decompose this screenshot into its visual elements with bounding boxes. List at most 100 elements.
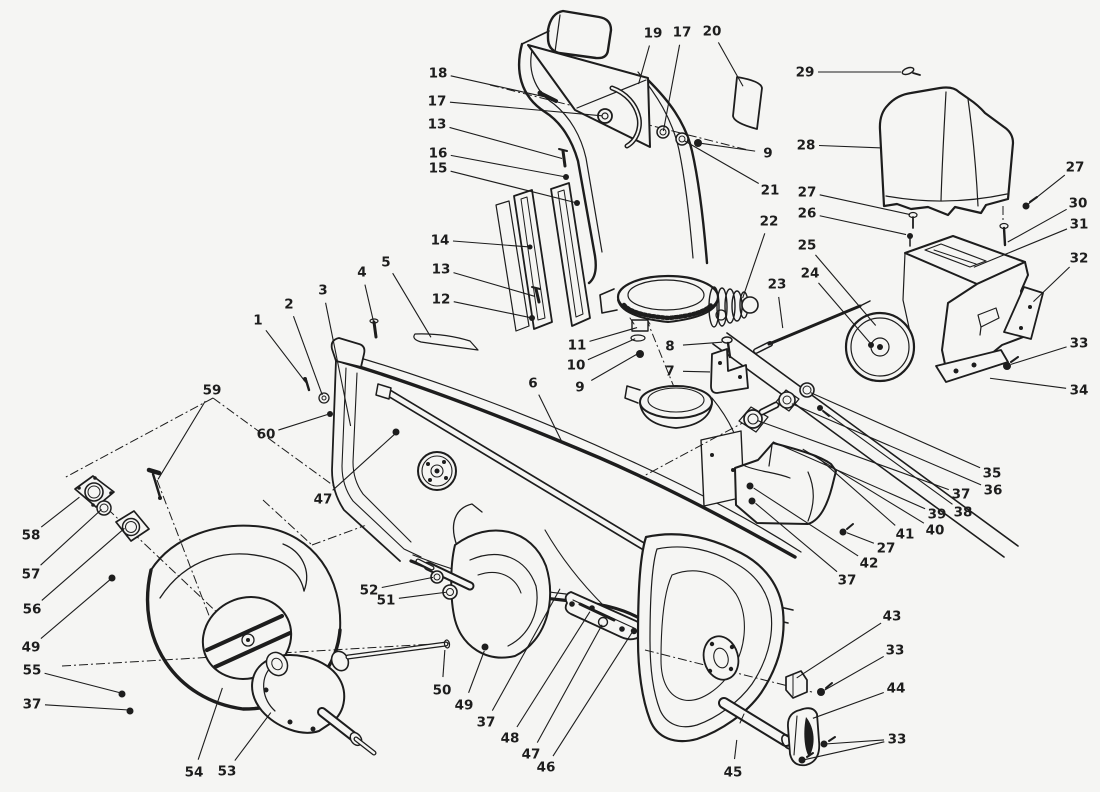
callout-10-37: 10 [567, 358, 586, 374]
part-shape [708, 286, 720, 328]
callout-40-63: 40 [926, 523, 945, 539]
callout-36-59: 36 [984, 483, 1003, 499]
part-shape [850, 317, 910, 377]
leader-line [812, 691, 884, 719]
part-shape [1010, 356, 1019, 363]
part-shape [799, 382, 815, 398]
part-shape [531, 286, 541, 290]
part-shape [806, 752, 814, 758]
fastener-dot [868, 342, 874, 348]
callout-1-27: 1 [253, 313, 262, 329]
callout-16-3: 16 [429, 146, 448, 162]
part-shape [443, 639, 451, 649]
callout-28-16: 28 [797, 138, 816, 154]
callout-33-69: 33 [886, 643, 905, 659]
callout-54-47: 54 [185, 765, 204, 781]
part-shape [205, 614, 284, 652]
leader-line [40, 578, 111, 639]
callout-58-41: 58 [22, 528, 41, 544]
callout-33-71: 33 [888, 732, 907, 748]
leader-line [791, 403, 982, 486]
part-shape [599, 288, 618, 314]
part-shape [265, 651, 289, 677]
leader-line [265, 329, 307, 383]
part-shape [782, 395, 792, 405]
part-shape [807, 471, 814, 522]
leader-line [755, 502, 838, 573]
leader-line [453, 301, 531, 319]
fastener-dot [971, 362, 977, 368]
leader-line [364, 284, 376, 327]
callout-22-13: 22 [760, 214, 779, 230]
leader-line [450, 154, 565, 178]
part-shape [576, 79, 647, 109]
callout-45-57: 45 [724, 765, 743, 781]
leader-line [234, 712, 272, 761]
part-shape [979, 326, 982, 336]
fastener-dot [636, 350, 644, 358]
callout-30-22: 30 [1069, 196, 1088, 212]
center-line [262, 499, 313, 546]
part-shape [341, 360, 797, 559]
fastener-dot [729, 644, 735, 650]
center-line [489, 84, 749, 151]
part-shape [712, 343, 1005, 558]
part-shape [477, 571, 522, 594]
leader-line [398, 591, 447, 599]
part-shape [627, 279, 705, 311]
fastener-dot [710, 453, 714, 457]
callout-37-46: 37 [23, 697, 42, 713]
fastener-dot [93, 476, 97, 480]
leader-line [157, 400, 206, 480]
part-shape [513, 189, 553, 330]
leader-line [846, 532, 875, 544]
callout-51-50: 51 [377, 593, 396, 609]
part-shape [452, 503, 483, 547]
callout-46-56: 46 [537, 760, 556, 776]
leader-line [1010, 346, 1067, 365]
part-shape [597, 616, 609, 628]
center-line [311, 519, 381, 546]
part-shape [754, 342, 772, 353]
part-shape [859, 300, 871, 307]
part-shape [726, 332, 1019, 547]
part-shape [346, 642, 448, 659]
part-shape [621, 301, 715, 321]
fastener-dot [527, 244, 533, 250]
callout-34-26: 34 [1070, 383, 1089, 399]
fastener-dot [589, 605, 595, 611]
fastener-dot [746, 482, 754, 490]
callout-37-67: 37 [838, 573, 857, 589]
part-shape [354, 737, 376, 755]
callout-26-18: 26 [798, 206, 817, 222]
part-shape [96, 500, 112, 516]
leader-line [552, 632, 633, 757]
leader-line [796, 622, 882, 679]
part-shape [558, 148, 568, 152]
leader-line [682, 370, 711, 373]
fastener-dot [392, 428, 400, 436]
fastener-dot [287, 719, 293, 725]
part-shape [933, 249, 977, 265]
callout-42-66: 42 [860, 556, 879, 572]
part-shape [660, 570, 745, 701]
part-shape [150, 524, 342, 631]
part-shape [87, 485, 101, 499]
part-shape [1002, 226, 1007, 247]
leader-line [819, 194, 911, 216]
leader-line [453, 272, 536, 297]
part-shape [544, 529, 605, 607]
part-shape [787, 707, 821, 767]
part-shape [637, 71, 694, 259]
part-shape [546, 9, 613, 60]
part-shape [520, 196, 546, 321]
part-shape [375, 383, 392, 400]
callout-18-0: 18 [429, 66, 448, 82]
part-shape [878, 86, 1015, 217]
part-shape [778, 391, 796, 409]
part-shape [517, 42, 597, 285]
fastener-dot [529, 315, 535, 321]
callout-23-14: 23 [768, 277, 787, 293]
callout-21-12: 21 [761, 183, 780, 199]
leader-line [717, 42, 744, 87]
